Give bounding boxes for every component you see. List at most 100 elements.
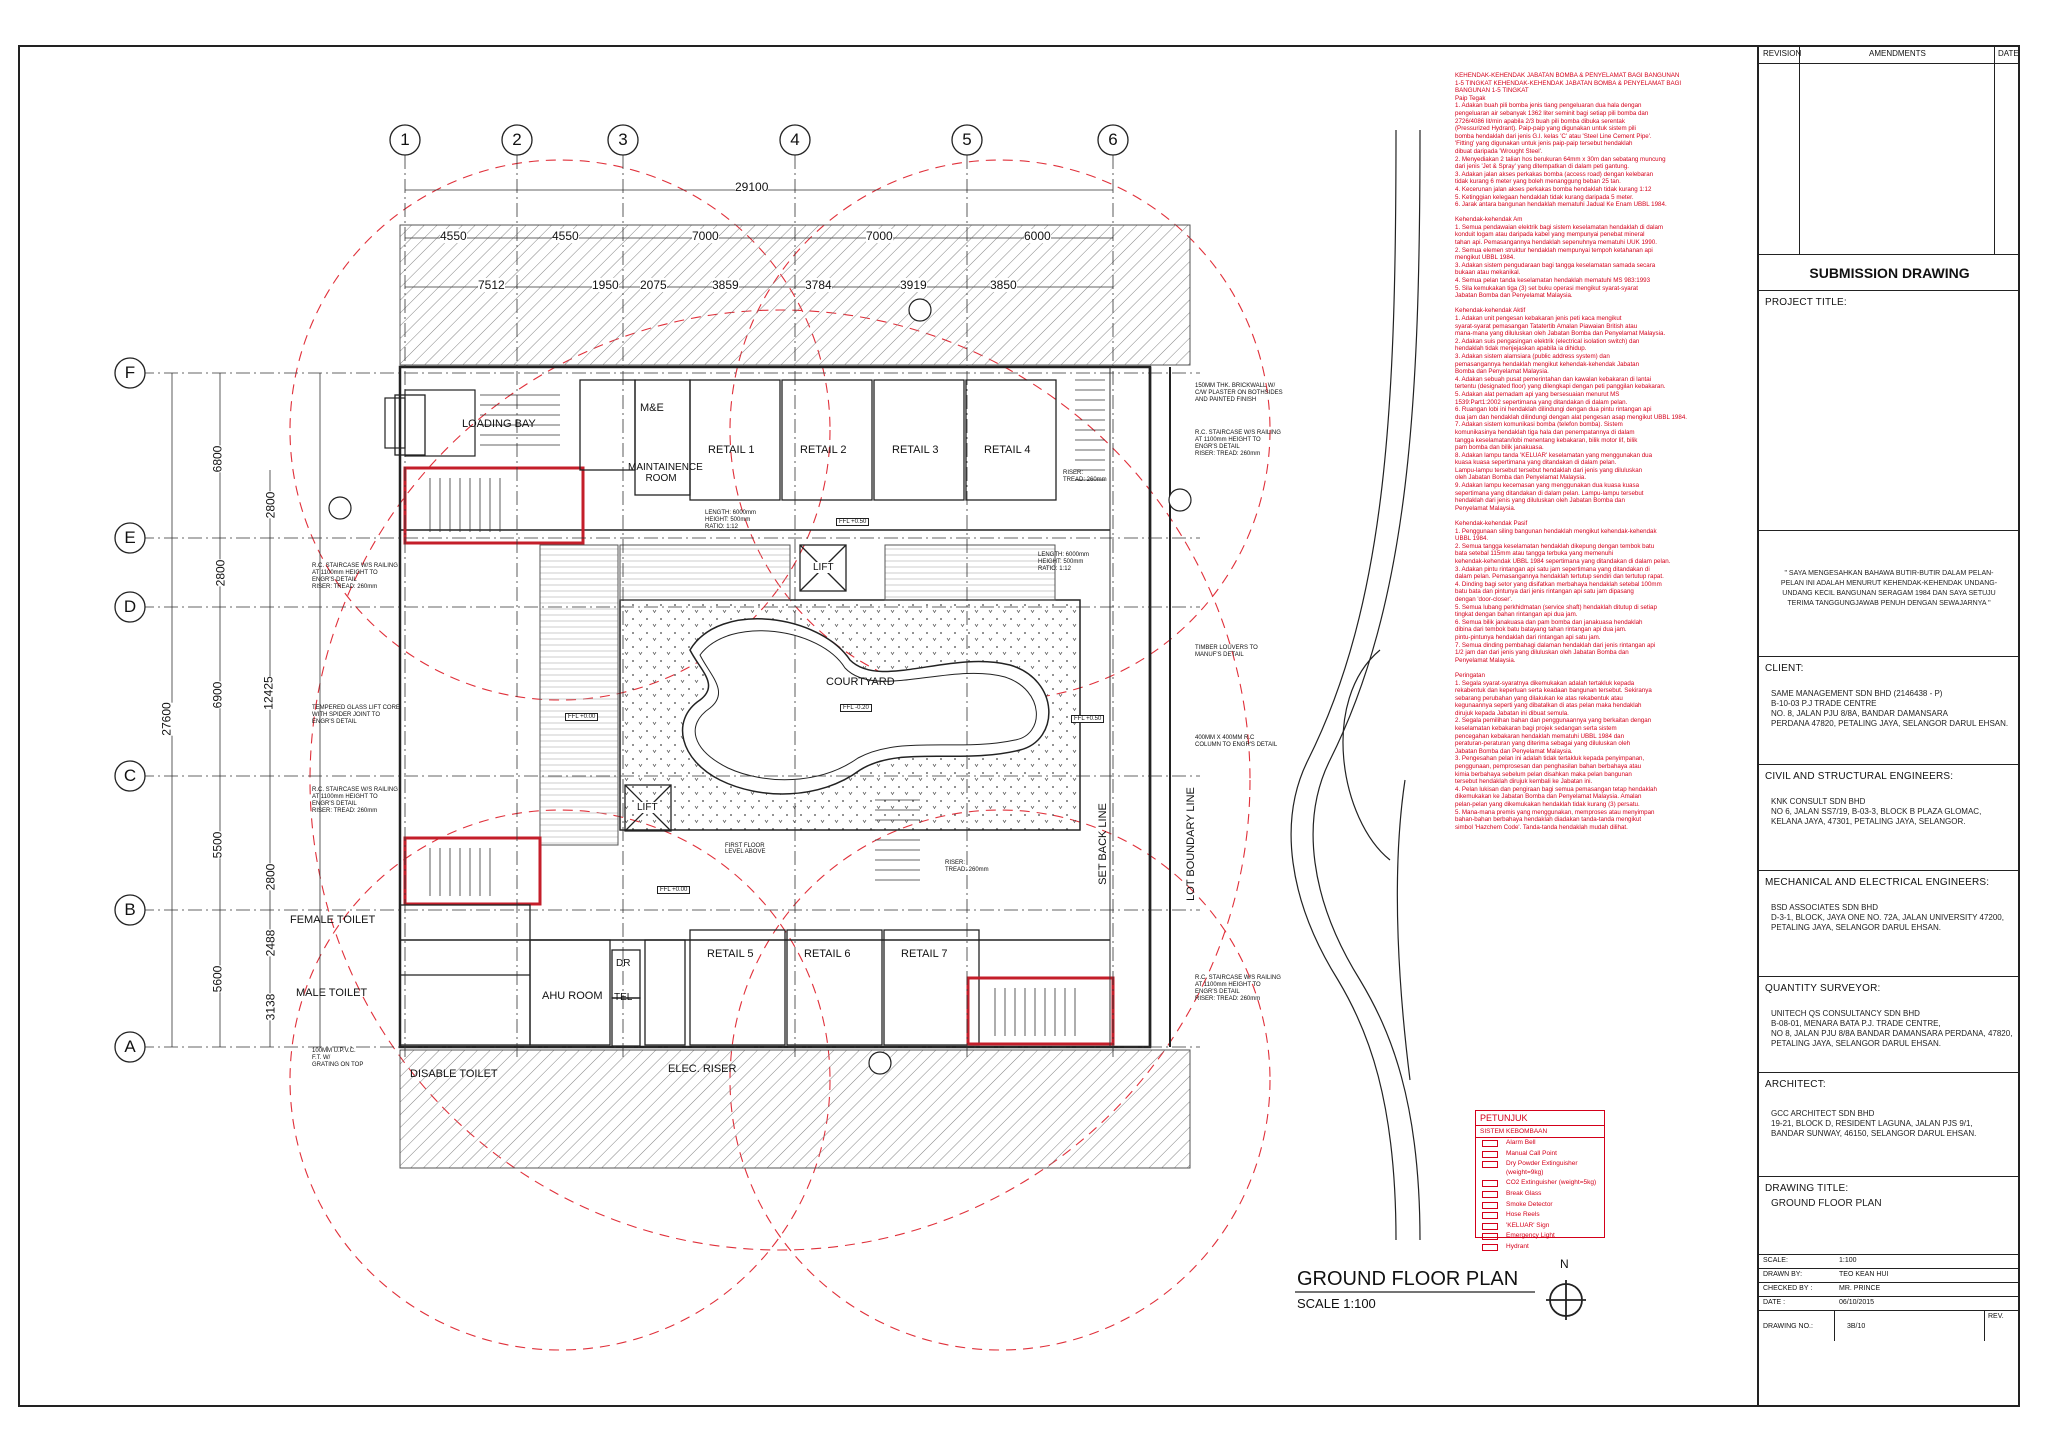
room-courtyard: COURTYARD [826,676,895,688]
cs-text: KNK CONSULT SDN BHD NO 6, JALAN SS7/19, … [1771,797,1982,826]
dim-left-mid: 12425 [261,676,276,710]
submission-title: SUBMISSION DRAWING [1809,265,1970,281]
callout-left-3: R.C. STAIRCASE W/S RAILING AT 1100mm HEI… [312,787,398,814]
drawing-no-label: DRAWING NO.: [1763,1323,1813,1330]
architect-label: ARCHITECT: [1765,1079,1826,1090]
legend-item: Smoke Detector [1476,1200,1604,1211]
staircases [403,379,1115,1046]
callout-right-2: R.C. STAIRCASE W/S RAILING AT 1100mm HEI… [1195,430,1281,457]
architect-row: ARCHITECT: GCC ARCHITECT SDN BHD 19-21, … [1759,1073,2020,1177]
drawing-no-value: 3B/10 [1847,1323,1866,1330]
grid-label-5: 5 [962,130,972,149]
legend-subtitle: SISTEM KEBOMBAAN [1476,1126,1604,1138]
level-5: FFL -0.20 [840,704,872,712]
drawing-title-row: DRAWING TITLE: GROUND FLOOR PLAN [1759,1177,2020,1255]
alarm-bell-icon [1482,1140,1498,1147]
retail-units [689,379,1057,1046]
drawn-label: DRAWN BY: [1763,1271,1803,1278]
legend-item: Dry Powder Extinguisher (weight=9kg) [1476,1159,1604,1178]
level-2: FFL +0.00 [565,713,599,721]
grid-lines [140,155,1200,1060]
legend-title: PETUNJUK [1476,1111,1604,1126]
grid-label-1: 1 [400,130,410,149]
timber-deck [539,544,619,846]
extinguisher-icon [1482,1161,1498,1169]
ramp-2 [884,544,1056,601]
dim-left-overall: 27600 [159,702,174,736]
legend-item: Break Glass [1476,1189,1604,1200]
legend-item: CO2 Extinguisher (weight=5kg) [1476,1178,1604,1189]
drawing-sheet [18,45,2020,1407]
scale-label: SCALE: [1763,1257,1788,1264]
legend-item: Manual Call Point [1476,1149,1604,1160]
room-maintenance: MAINTAINENCE ROOM [628,462,703,484]
fire-requirements-notes: KEHENDAK-KEHENDAK JABATAN BOMBA & PENYEL… [1455,72,1687,831]
dim-top-1d: 7000 [866,229,893,243]
dim-top-2a: 7512 [478,278,505,292]
title-block: REVISION AMENDMENTS DATE SUBMISSION DRAW… [1757,45,2020,1407]
declaration-text: " SAYA MENGESAHKAN BAHAWA BUTIR-BUTIR DA… [1780,570,1998,607]
grid-bubbles [114,124,1129,1063]
site-boundary [1149,129,1421,1241]
callout-left-2: TEMPERED GLASS LIFT CORE WITH SPIDER JOI… [312,705,400,725]
client-text: SAME MANAGEMENT SDN BHD (2146438 - P) B-… [1771,689,2009,728]
dim-top-1a: 4550 [440,229,467,243]
revision-table: REVISION AMENDMENTS DATE [1759,45,2020,255]
dim-left-outer-3: 5500 [210,831,225,859]
dim-top-2d: 3859 [712,278,739,292]
hydrant-icon [1482,1243,1498,1251]
grid-label-C: C [123,766,137,785]
dim-left-inner-2: 2800 [213,559,228,587]
scale-value: 1:100 [1839,1257,1857,1264]
lot-boundary-label: LOT BOUNDARY LINE [1184,787,1197,901]
scale-row: SCALE: 1:100 [1759,1255,2020,1269]
ramp-1 [619,544,791,601]
legend-item: Alarm Bell [1476,1138,1604,1149]
drawing-title-label: DRAWING TITLE: [1765,1183,1849,1194]
north-arrow-icon [1546,1280,1586,1320]
declaration-row: " SAYA MENGESAHKAN BAHAWA BUTIR-BUTIR DA… [1759,531,2020,657]
dim-top-1e: 6000 [1024,229,1051,243]
qs-text: UNITECH QS CONSULTANCY SDN BHD B-08-01, … [1771,1009,2013,1048]
level-1: FFL +0.50 [836,518,870,526]
legend-item: Hydrant [1476,1242,1604,1253]
drawing-title-text: GROUND FLOOR PLAN [1771,1198,1882,1209]
hose-reel-icon [1482,1212,1498,1220]
fire-legend: PETUNJUK SISTEM KEBOMBAAN Alarm Bell Man… [1475,1110,1605,1251]
call-point-icon [1482,1150,1498,1158]
smoke-detector-icon [1482,1201,1498,1209]
north-label: N [1560,1257,1569,1271]
architect-text: GCC ARCHITECT SDN BHD 19-21, BLOCK D, RE… [1771,1109,1977,1138]
drawing-title: GROUND FLOOR PLAN [1297,1268,1519,1290]
dim-top-1c: 7000 [692,229,719,243]
drawing-no-row: DRAWING NO.: 3B/10 REV. [1759,1311,2020,1341]
level-3: FFL +0.50 [1071,715,1105,723]
drawn-value: TEO KEAN HUI [1839,1271,1889,1278]
date-label: DATE : [1763,1299,1786,1306]
legend-item: Emergency Light [1476,1231,1604,1242]
qs-row: QUANTITY SURVEYOR: UNITECH QS CONSULTANC… [1759,977,2020,1073]
room-tel: TEL [614,992,633,1003]
project-title-label: PROJECT TITLE: [1765,297,1847,308]
cs-label: CIVIL AND STRUCTURAL ENGINEERS: [1765,771,1954,782]
dim-top-2g: 3850 [990,278,1017,292]
legend-item: 'KELUAR' Sign [1476,1221,1604,1232]
date-header: DATE [1998,49,2019,58]
grid-label-2: 2 [512,130,522,149]
grid-label-F: F [124,363,136,382]
callout-right-4: 400MM X 400MM R.C COLUMN TO ENGR'S DETAI… [1195,735,1278,748]
ramp-note-2: LENGTH: 6000mm HEIGHT: 500mm RATIO: 1:12 [1038,552,1090,572]
grid-label-6: 6 [1108,130,1118,149]
drawn-row: DRAWN BY: TEO KEAN HUI [1759,1269,2020,1283]
rev-label: REV. [1988,1313,2004,1320]
co2-extinguisher-icon [1482,1180,1498,1188]
grid-label-B: B [124,900,136,919]
room-retail-4: RETAIL 4 [984,444,1031,456]
level-4: FFL +0.00 [657,886,691,894]
dim-left-outer-2: 6900 [210,681,225,709]
client-row: CLIENT: SAME MANAGEMENT SDN BHD (2146438… [1759,657,2020,765]
riser-note-2: RISER: TREAD: 260mm [945,860,989,873]
dim-left-inner-3: 2800 [263,863,278,891]
amendments-header: AMENDMENTS [1869,49,1926,58]
